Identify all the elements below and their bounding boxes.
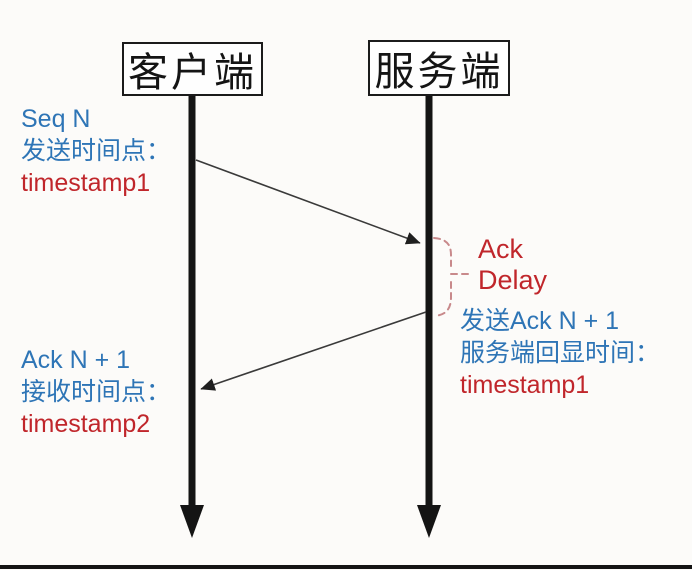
note-line: 发送时间点： — [21, 137, 172, 165]
actor-box-client: 客户端 — [122, 42, 263, 96]
server-lifeline-arrowhead — [417, 505, 441, 538]
note-line: Delay — [478, 265, 548, 295]
note-line: 接收时间点： — [21, 378, 172, 406]
note-client-receive: Ack N + 1 接收时间点： timestamp2 — [21, 344, 171, 440]
note-line: timestamp1 — [21, 169, 151, 197]
seq-message-arrow — [195, 159, 421, 245]
actor-server-label: 服务端 — [374, 50, 504, 94]
note-line: Ack N + 1 — [21, 346, 131, 374]
note-line: 发送Ack N + 1 — [460, 307, 620, 335]
note-line: Seq N — [21, 105, 91, 133]
note-client-send: Seq N 发送时间点： timestamp1 — [21, 103, 171, 199]
note-ack-delay: Ack Delay — [478, 234, 547, 296]
note-line: timestamp2 — [21, 410, 151, 438]
note-server-send: 发送Ack N + 1 服务端回显时间： timestamp1 — [460, 305, 660, 401]
client-lifeline-arrowhead — [180, 505, 204, 538]
bottom-divider — [0, 565, 692, 569]
note-line: Ack — [478, 234, 524, 264]
ack-message-arrow — [200, 311, 427, 391]
note-line: 服务端回显时间： — [460, 339, 661, 367]
actor-client-label: 客户端 — [128, 51, 257, 95]
note-line: timestamp1 — [460, 371, 590, 399]
ack-delay-brace — [433, 237, 470, 317]
actor-box-server: 服务端 — [368, 40, 510, 96]
